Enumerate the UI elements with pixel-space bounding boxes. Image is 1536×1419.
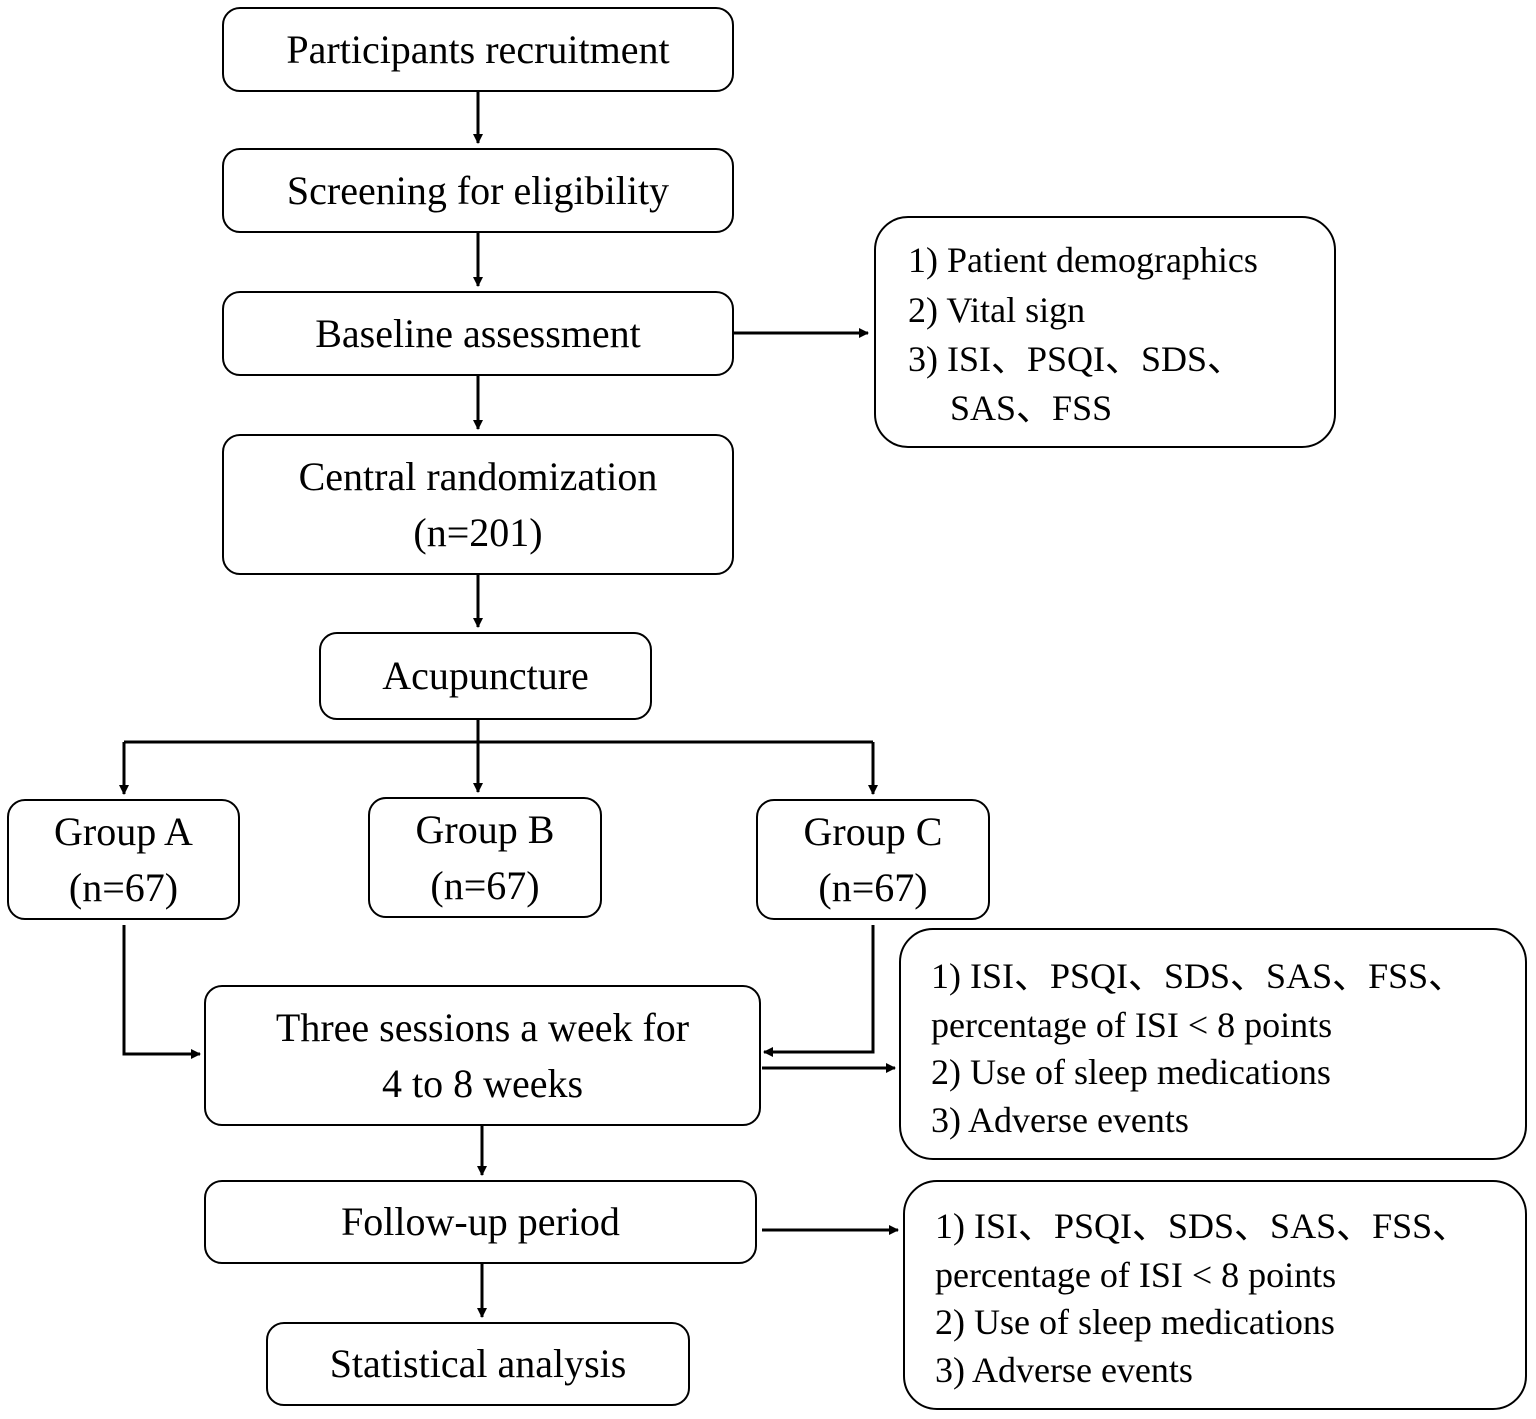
statistical-analysis-label: Statistical analysis — [329, 1341, 627, 1386]
group-a-count: (n=67) — [68, 864, 179, 910]
group-a-label: Group A — [54, 808, 193, 854]
follow-up-outcome-item: 1) ISI、PSQI、SDS、SAS、FSS、 — [935, 1206, 1469, 1246]
central-randomization-count: (n=201) — [413, 509, 543, 555]
baseline-measure-item: SAS、FSS — [950, 388, 1113, 428]
group-a-box: Group A (n=67) — [7, 799, 240, 920]
follow-up-outcome-item: percentage of ISI < 8 points — [935, 1255, 1337, 1295]
arrow-group-c-to-sessions — [763, 925, 875, 1057]
screening-box: Screening for eligibility — [222, 148, 734, 233]
group-b-label: Group B — [415, 806, 555, 852]
follow-up-outcomes-box: 1) ISI、PSQI、SDS、SAS、FSS、 percentage of I… — [903, 1180, 1527, 1410]
group-c-label: Group C — [803, 808, 943, 854]
acupuncture-label: Acupuncture — [382, 653, 589, 698]
sessions-box: Three sessions a week for 4 to 8 weeks — [204, 985, 761, 1126]
group-b-count: (n=67) — [430, 862, 540, 908]
baseline-assessment-box: Baseline assessment — [222, 291, 734, 376]
acupuncture-box: Acupuncture — [319, 632, 652, 720]
sessions-line1: Three sessions a week for — [275, 1004, 690, 1050]
baseline-measures-box: 1) Patient demographics 2) Vital sign 3)… — [874, 216, 1336, 448]
follow-up-label: Follow-up period — [341, 1199, 620, 1244]
baseline-assessment-label: Baseline assessment — [315, 310, 641, 356]
baseline-measure-item: 1) Patient demographics — [908, 240, 1258, 280]
treatment-outcomes-box: 1) ISI、PSQI、SDS、SAS、FSS、 percentage of I… — [899, 928, 1527, 1160]
statistical-analysis-box: Statistical analysis — [266, 1322, 690, 1406]
follow-up-outcome-item: 3) Adverse events — [935, 1350, 1193, 1390]
group-c-count: (n=67) — [818, 864, 928, 910]
follow-up-outcome-item: 2) Use of sleep medications — [935, 1302, 1335, 1342]
screening-label: Screening for eligibility — [286, 167, 670, 213]
group-c-box: Group C (n=67) — [756, 799, 990, 920]
central-randomization-box: Central randomization (n=201) — [222, 434, 734, 575]
arrow-group-a-to-sessions — [122, 925, 201, 1059]
treatment-outcome-item: 1) ISI、PSQI、SDS、SAS、FSS、 — [931, 956, 1465, 996]
central-randomization-label: Central randomization — [298, 453, 658, 499]
baseline-measure-item: 2) Vital sign — [908, 290, 1086, 330]
participants-recruitment-box: Participants recruitment — [222, 7, 734, 92]
baseline-measure-item: 3) ISI、PSQI、SDS、 — [908, 339, 1244, 379]
treatment-outcome-item: 2) Use of sleep medications — [931, 1052, 1331, 1092]
follow-up-box: Follow-up period — [204, 1180, 757, 1264]
treatment-outcome-item: percentage of ISI < 8 points — [931, 1005, 1333, 1045]
participants-recruitment-label: Participants recruitment — [286, 26, 670, 72]
sessions-line2: 4 to 8 weeks — [381, 1060, 584, 1106]
group-b-box: Group B (n=67) — [368, 797, 602, 918]
treatment-outcome-item: 3) Adverse events — [931, 1100, 1189, 1140]
